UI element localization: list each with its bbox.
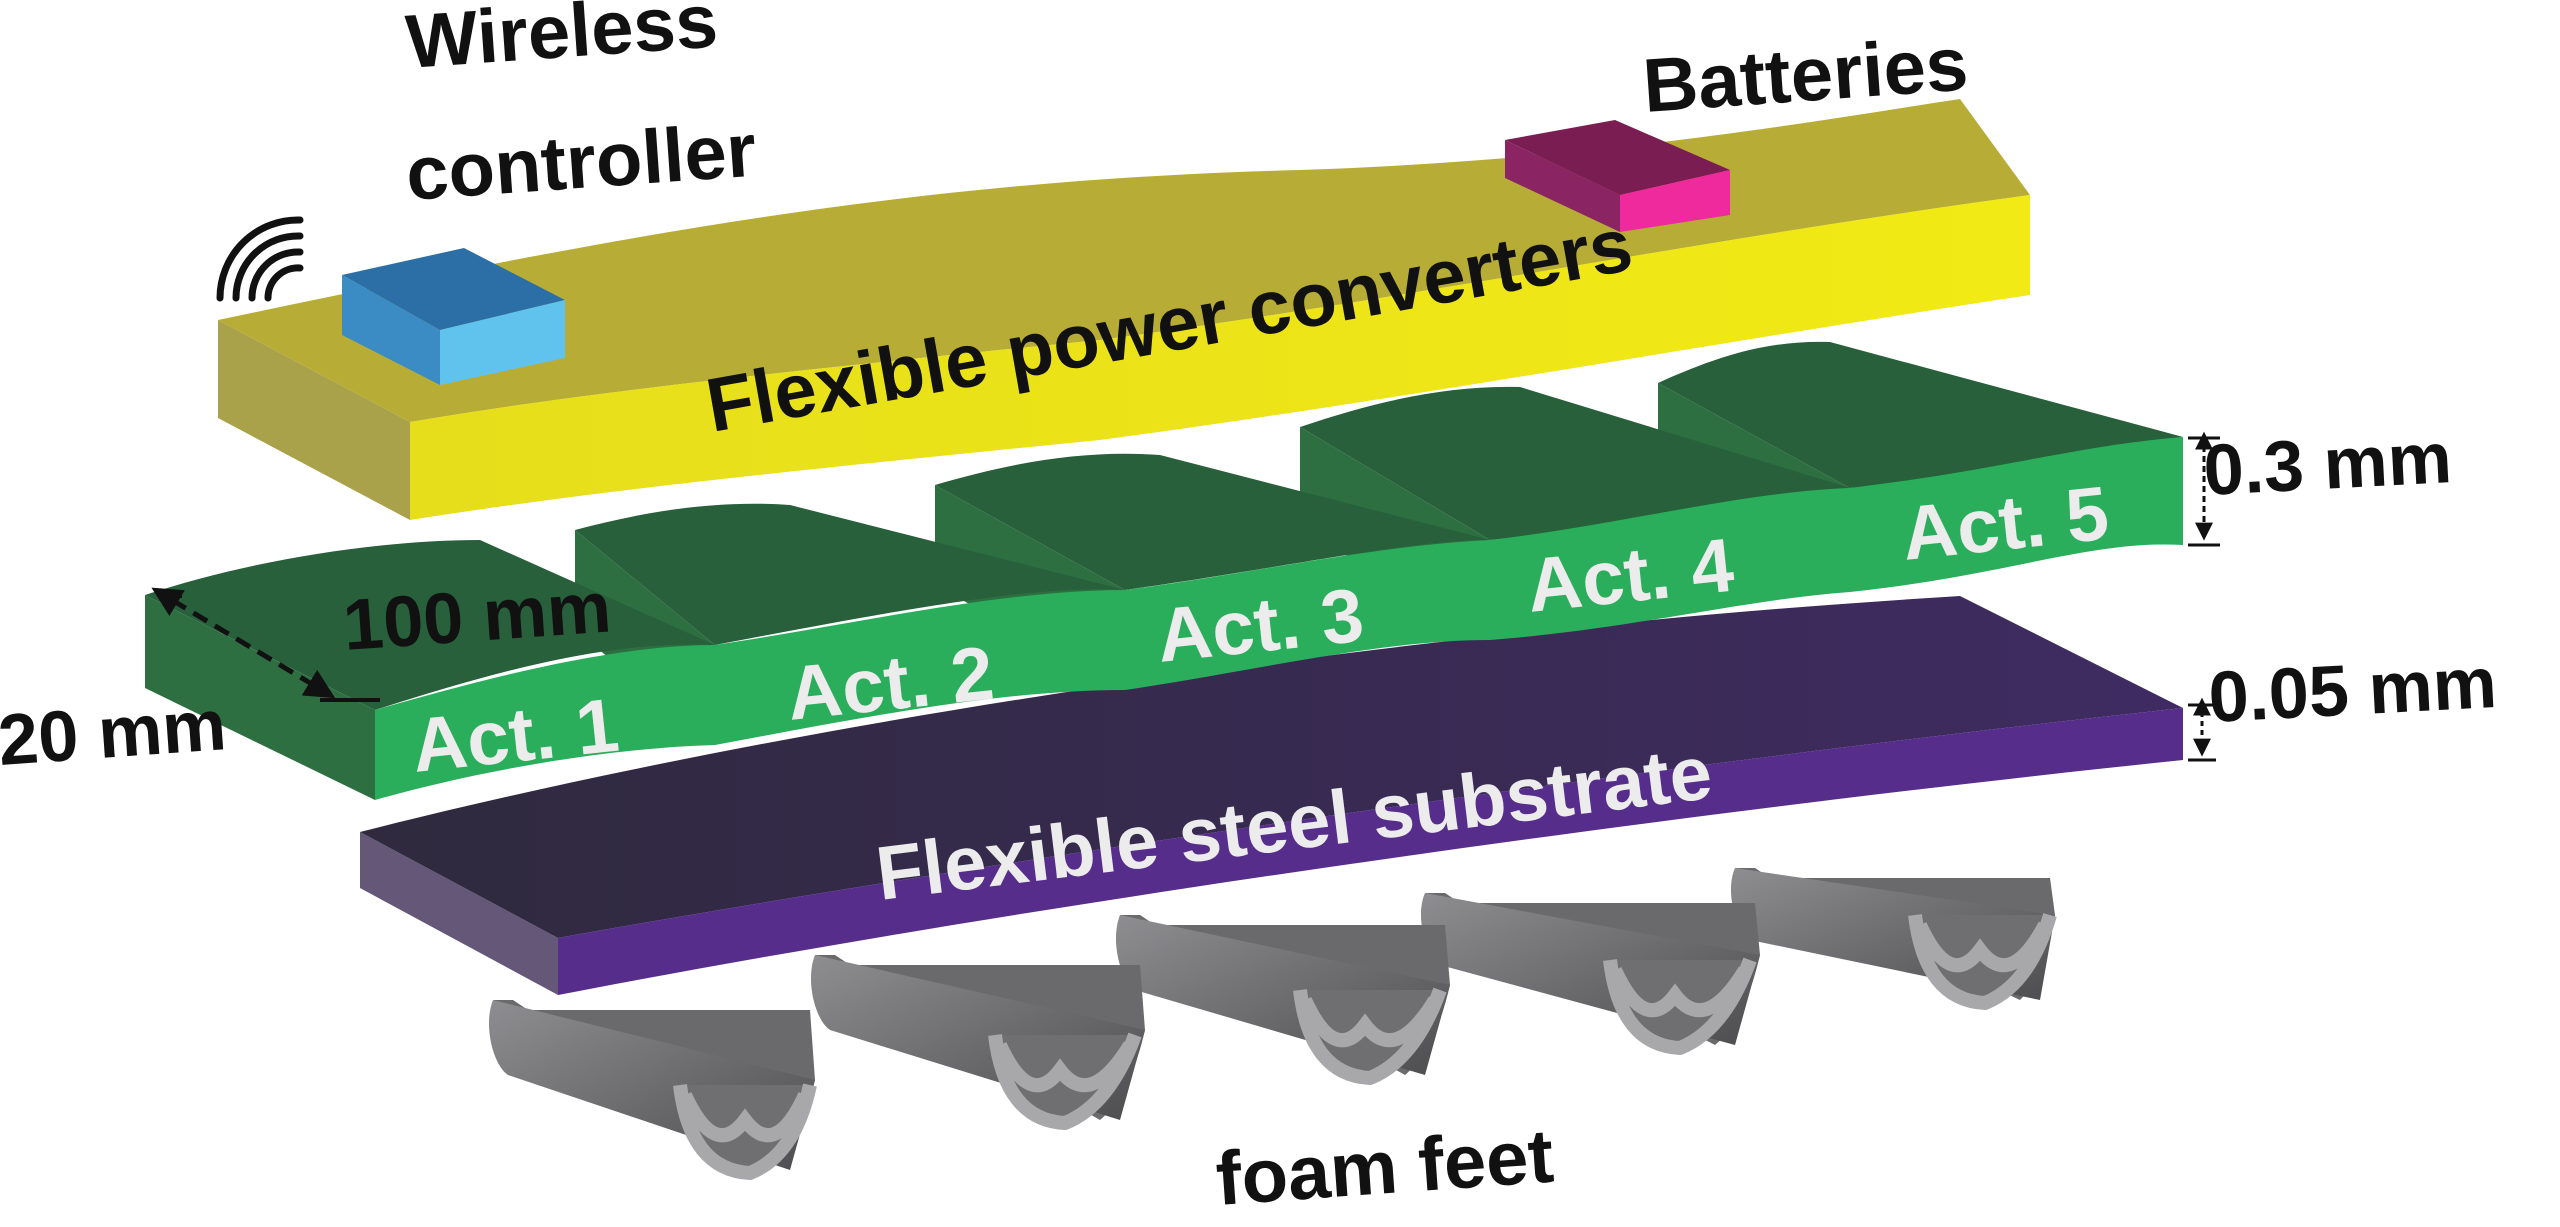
dimension-sub-thickness [2188, 697, 2216, 762]
foam-foot-5 [1730, 868, 2057, 1010]
foam-feet-label: foam feet [1213, 1114, 1556, 1222]
foam-foot-1 [488, 1000, 817, 1180]
wireless-label-line1: Wireless [403, 0, 720, 85]
foam-foot-2 [810, 955, 1145, 1130]
dim-width-label: 20 mm [0, 685, 229, 781]
wireless-signal-icon [216, 216, 304, 302]
battery-block [1505, 120, 1730, 232]
dimension-length [151, 587, 380, 702]
dim-sub-thickness-label: 0.05 mm [2207, 643, 2499, 738]
dimension-act-thickness [2188, 431, 2220, 547]
dim-act-thickness-label: 0.3 mm [2202, 418, 2454, 511]
wireless-label-line2: controller [403, 108, 759, 217]
foam-foot-3 [1115, 915, 1450, 1085]
wireless-controller-block [342, 248, 565, 385]
steel-substrate [360, 596, 2183, 995]
foam-foot-4 [1420, 893, 1760, 1055]
dim-length-label: 100 mm [341, 567, 614, 666]
foam-feet [488, 868, 2057, 1180]
